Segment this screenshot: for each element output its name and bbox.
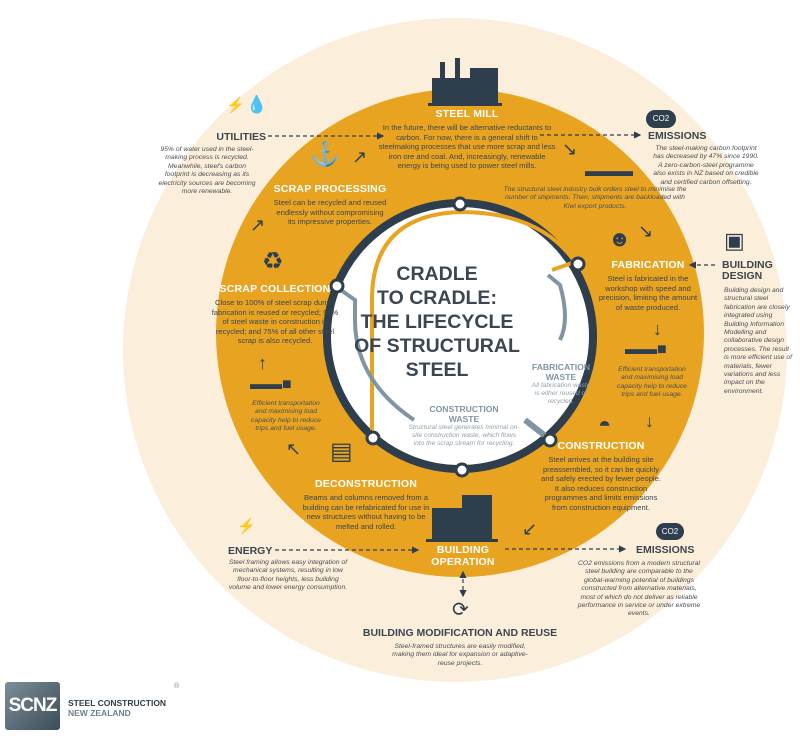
arrow-down-right-icon: ↘ [562, 139, 578, 159]
building-design-title: BUILDING DESIGN [722, 259, 773, 282]
construction-title: CONSTRUCTION [557, 440, 645, 452]
center-title-line: THE LIFECYCLE [360, 311, 514, 333]
construction-body: Steel arrives at the building site preas… [541, 455, 661, 512]
modification-body: Steel-framed structures are easily modif… [392, 643, 528, 667]
orange-flow-track [370, 209, 579, 430]
construction-waste-body: Structural steel generates minimal on-si… [408, 424, 520, 447]
grey-flow-track-bottom [523, 417, 550, 441]
arrow-up-right-icon: ↗ [250, 215, 266, 235]
arrow-down-right-icon: ↘ [638, 221, 654, 241]
truck-icon: ▬▬■ [250, 376, 292, 393]
welder-icon: ☻ [608, 226, 632, 251]
steel-mill-body: In the future, there will be alternative… [378, 123, 556, 171]
utilities-title: UTILITIES [216, 131, 266, 143]
deconstruction-section: DECONSTRUCTION Beams and columns removed… [302, 478, 430, 531]
construction-section: CONSTRUCTION Steel arrives at the buildi… [540, 440, 662, 513]
emissions-top-body: The steel-making carbon footprint has de… [653, 145, 759, 186]
center-title: CRADLE TO CRADLE: THE LIFECYCLE OF STRUC… [347, 262, 527, 382]
energy-body: Steel framing allows easy integration of… [228, 559, 348, 592]
scrap-processing-section: SCRAP PROCESSING Steel can be recycled a… [272, 183, 388, 227]
ring-nodes [329, 196, 586, 478]
fabrication-waste-body: All fabrication waste is either reused o… [531, 382, 591, 405]
center-title-line: OF STRUCTURAL [354, 335, 520, 357]
scrap-collection-section: SCRAP COLLECTION Close to 100% of steel … [210, 283, 340, 346]
transport-right-body: Efficient transportation and maximising … [617, 366, 687, 399]
computer-monitor-icon: ▣ [724, 228, 745, 253]
logo-line2: NEW ZEALAND [68, 708, 131, 718]
arrow-left-icon: ← [433, 519, 451, 539]
electricity-icon: ⚡ [237, 518, 256, 535]
transport-left-body: Efficient transportation and maximising … [251, 400, 321, 433]
arrow-up-left-icon: ↖ [286, 439, 302, 459]
fabrication-body: Steel is fabricated in the workshop with… [598, 274, 698, 312]
fabrication-waste: FABRICATION WASTE All fabrication waste … [529, 362, 593, 406]
scrap-grabber-icon: ⚓ [310, 141, 340, 168]
co2-cloud-icon: CO2 [656, 523, 684, 540]
fabrication-section: FABRICATION Steel is fabricated in the w… [596, 259, 700, 312]
electricity-icon: ⚡ [226, 97, 245, 114]
modification-title: BUILDING MODIFICATION AND REUSE [362, 627, 558, 639]
modify-cycle-icon: ⟳ [452, 599, 469, 621]
truck-icon: ▬▬■ [625, 341, 667, 358]
arrow-down-icon: ↓ [645, 411, 654, 431]
center-title-line: STEEL [405, 359, 469, 381]
emissions-top-title: EMISSIONS [648, 130, 707, 142]
emissions-bottom-title: EMISSIONS [636, 544, 695, 556]
fabrication-waste-title: FABRICATION WASTE [531, 362, 591, 382]
grey-flow-track-right [546, 273, 567, 341]
logo-line1: STEEL CONSTRUCTION [68, 698, 167, 708]
construction-waste: CONSTRUCTION WASTE Structural steel gene… [408, 404, 520, 448]
steel-mill-title: STEEL MILL [435, 108, 499, 120]
arrow-down-left-icon: ↙ [522, 519, 538, 539]
center-title-line: TO CRADLE: [377, 287, 497, 309]
deconstruction-body: Beams and columns removed from a buildin… [302, 493, 430, 531]
energy-title: ENERGY [228, 545, 273, 557]
scnz-logo: SCNZ [5, 682, 60, 730]
registered-mark: ® [174, 683, 180, 690]
building-design-body: Building design and structural steel fab… [724, 287, 792, 395]
cargo-ship-icon: ▬▬▬ [585, 163, 633, 180]
construction-waste-title: CONSTRUCTION WASTE [429, 404, 499, 424]
steel-beams-icon: ▤ [330, 438, 353, 465]
scrap-processing-body: Steel can be recycled and reused endless… [273, 198, 387, 227]
fabrication-title: FABRICATION [611, 259, 685, 271]
steel-mill-icon [428, 58, 502, 106]
building-operation-icon [426, 495, 498, 542]
grey-flow-track-left [336, 286, 416, 422]
co2-cloud-icon: CO2 [646, 110, 676, 128]
shipping-body: The structural steel industry bulk order… [503, 186, 687, 210]
hard-hat-icon: ◓ [598, 412, 612, 437]
scrap-processing-title: SCRAP PROCESSING [273, 183, 387, 195]
center-title-line: CRADLE [396, 263, 478, 285]
arrow-up-icon: ↑ [258, 353, 267, 373]
scrap-collection-body: Close to 100% of steel scrap during fabr… [211, 298, 339, 346]
deconstruction-title: DECONSTRUCTION [315, 478, 417, 490]
scrap-collection-title: SCRAP COLLECTION [219, 283, 331, 295]
emissions-bottom-body: CO2 emissions from a modern structural s… [577, 560, 701, 618]
utilities-body: 95% of water used in the steel-making pr… [158, 146, 256, 196]
arrow-down-icon: ↓ [653, 319, 662, 339]
water-drop-icon: 💧 [246, 95, 268, 114]
logo-text: STEEL CONSTRUCTION NEW ZEALAND [68, 698, 166, 718]
recycle-icon: ♻ [262, 248, 284, 275]
arrow-up-right-icon: ↗ [352, 147, 368, 167]
building-operation-title: BUILDING OPERATION [431, 544, 495, 568]
steel-mill-section: STEEL MILL In the future, there will be … [377, 108, 557, 171]
